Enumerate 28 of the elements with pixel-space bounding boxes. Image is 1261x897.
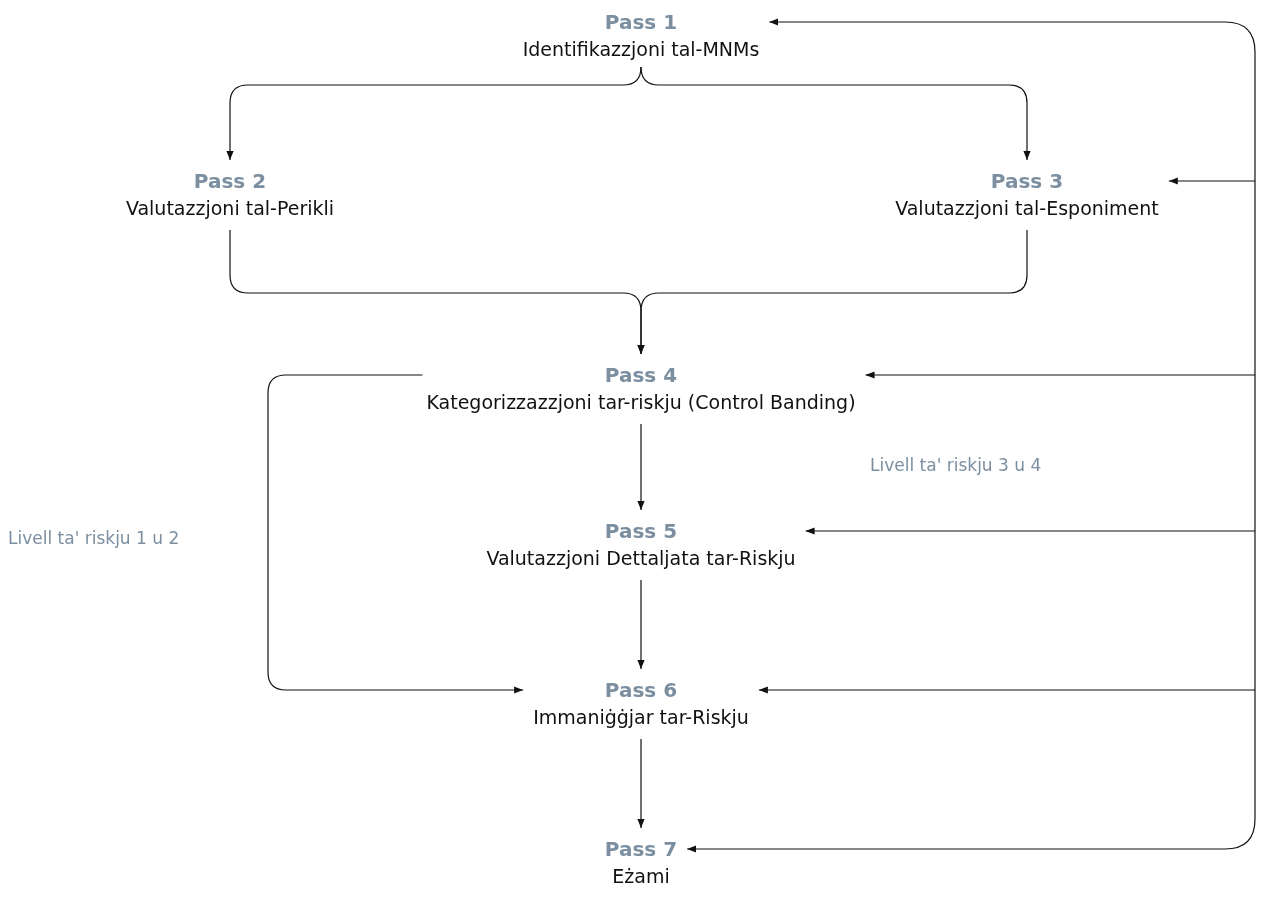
step-number: Pass 2 [192,168,268,194]
step-title: Kategorizzazzjoni tar-riskju (Control Banding) [426,390,856,415]
arrow [267,374,524,694]
arrow [768,18,1256,53]
step-title: Identifikazzjoni tal-MNMs [522,37,760,62]
step-number: Pass 6 [603,677,679,703]
arrow [637,579,645,670]
arrow [758,686,1256,694]
step-title: Valutazzjoni Dettaljata tar-Riskju [486,546,796,571]
arrow [686,818,1256,853]
arrow [805,527,1256,535]
branch-label: Livell ta' riskju 1 u 2 [8,528,180,548]
step-number: Pass 3 [989,168,1065,194]
arrow [637,738,645,829]
arrow [1168,177,1256,185]
step-title: Eżami [611,864,671,889]
arrow [637,229,1028,355]
step-number: Pass 1 [603,9,679,35]
step-title: Immaniġġjar tar-Riskju [533,705,749,730]
step-title: Valutazzjoni tal-Perikli [125,196,335,221]
arrow [640,66,1031,161]
step-number: Pass 5 [603,518,679,544]
branch-label: Livell ta' riskju 3 u 4 [870,455,1042,475]
arrow [864,371,1256,379]
step-title: Valutazzjoni tal-Esponiment [895,196,1159,221]
step-number: Pass 4 [603,362,679,388]
arrow [637,423,645,511]
step-number: Pass 7 [604,836,678,862]
